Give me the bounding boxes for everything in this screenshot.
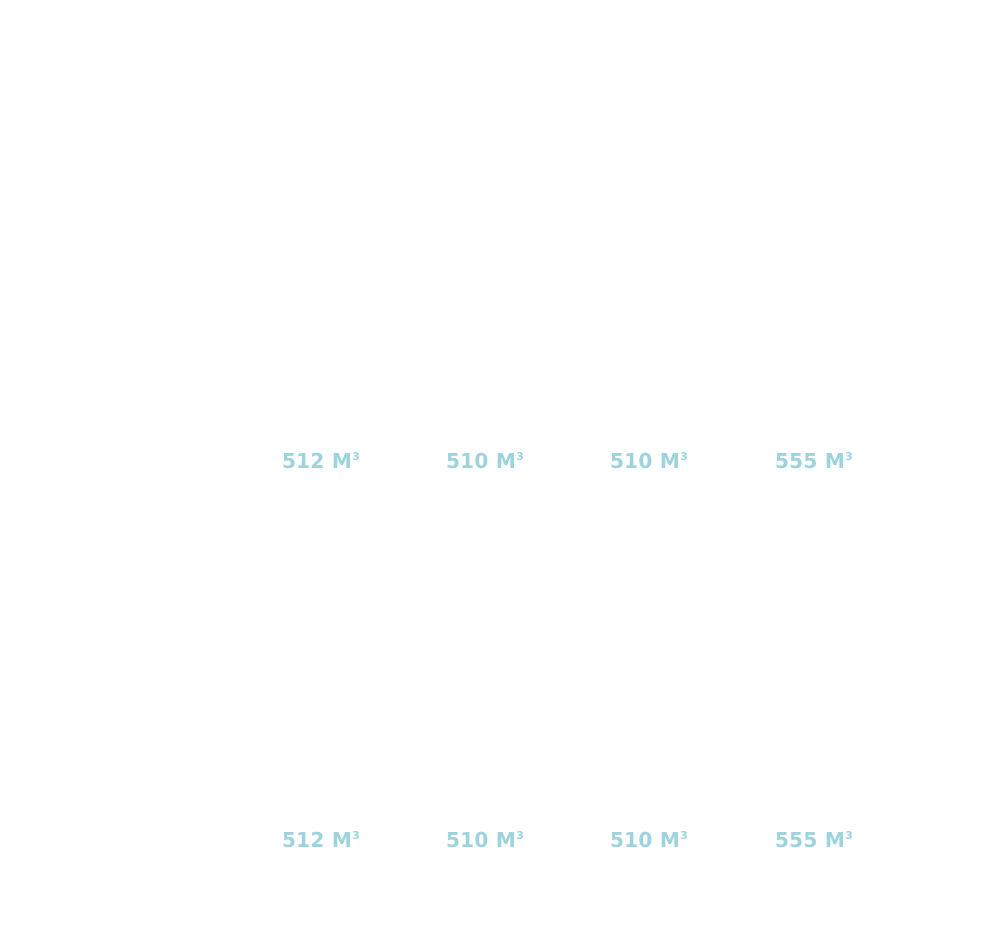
volume-value: 510 bbox=[445, 828, 489, 852]
volume-value: 510 bbox=[609, 828, 653, 852]
volume-label: 555 M3 bbox=[754, 820, 874, 860]
unit-exponent: 3 bbox=[352, 450, 361, 463]
volume-row-1: 512 M3 510 M3 510 M3 555 M3 bbox=[0, 441, 1000, 481]
volume-row-2: 512 M3 510 M3 510 M3 555 M3 bbox=[0, 820, 1000, 860]
volume-value: 510 bbox=[609, 449, 653, 473]
volume-unit: M3 bbox=[659, 828, 689, 852]
unit-exponent: 3 bbox=[680, 829, 689, 842]
volume-label: 510 M3 bbox=[425, 820, 545, 860]
unit-exponent: 3 bbox=[680, 450, 689, 463]
volume-unit: M3 bbox=[659, 449, 689, 473]
unit-exponent: 3 bbox=[845, 829, 854, 842]
volume-unit: M3 bbox=[495, 449, 525, 473]
volume-value: 510 bbox=[445, 449, 489, 473]
unit-exponent: 3 bbox=[516, 450, 525, 463]
volume-value: 512 bbox=[281, 828, 325, 852]
volume-unit: M3 bbox=[824, 828, 854, 852]
volume-value: 555 bbox=[774, 828, 818, 852]
volume-label: 555 M3 bbox=[754, 441, 874, 481]
volume-label: 510 M3 bbox=[589, 441, 709, 481]
volume-label: 512 M3 bbox=[261, 820, 381, 860]
volume-unit: M3 bbox=[495, 828, 525, 852]
unit-exponent: 3 bbox=[516, 829, 525, 842]
volume-label: 510 M3 bbox=[589, 820, 709, 860]
volume-unit: M3 bbox=[331, 828, 361, 852]
volume-unit: M3 bbox=[331, 449, 361, 473]
volume-label: 512 M3 bbox=[261, 441, 381, 481]
unit-exponent: 3 bbox=[352, 829, 361, 842]
volume-value: 512 bbox=[281, 449, 325, 473]
volume-value: 555 bbox=[774, 449, 818, 473]
volume-label: 510 M3 bbox=[425, 441, 545, 481]
volume-unit: M3 bbox=[824, 449, 854, 473]
unit-exponent: 3 bbox=[845, 450, 854, 463]
